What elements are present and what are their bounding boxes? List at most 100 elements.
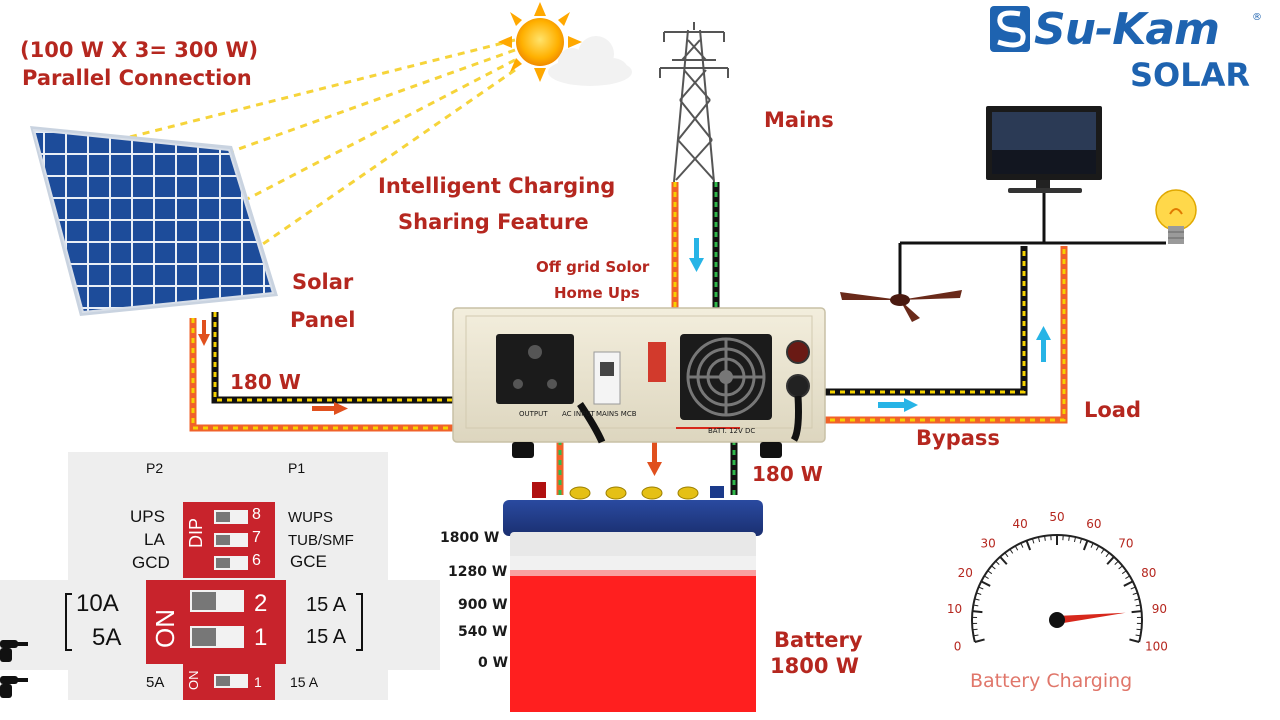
load-label: Load (1084, 398, 1142, 422)
gauge-title: Battery Charging (970, 670, 1133, 692)
arrow-right-icon (878, 398, 918, 412)
dip-row-right: TUB/SMF (288, 532, 354, 549)
gauge-tick-label: 70 (1118, 536, 1133, 550)
gauge-tick (973, 604, 979, 607)
dip-small-left: 5A (146, 674, 165, 691)
dip-small-num: 1 (254, 674, 262, 690)
inverter-ups-unit (452, 307, 826, 458)
arrow-down-icon (647, 440, 662, 476)
logo-registered: ® (1252, 12, 1262, 23)
on-label: ON (150, 609, 180, 648)
gauge-tick (987, 570, 993, 575)
gauge-tick (1130, 586, 1136, 590)
gauge-tick (1079, 538, 1083, 544)
arrow-right-icon (312, 402, 348, 415)
dip-label: DIP (186, 517, 206, 548)
transmission-tower-icon (659, 22, 729, 183)
dip-row-num: 6 (252, 552, 261, 569)
cooling-fan-grill (680, 334, 772, 420)
gauge-tick (1100, 548, 1105, 554)
gauge-tick (1125, 575, 1130, 579)
ceiling-fan-icon (840, 290, 962, 322)
gauge-tick (984, 575, 989, 579)
output-socket (496, 334, 574, 404)
gauge-tick-label: 30 (980, 536, 995, 550)
gauge-tick (978, 586, 984, 590)
panel-config-label: (100 W X 3= 300 W) (20, 38, 259, 62)
tv-monitor-icon (986, 106, 1102, 193)
gauge-tick (972, 628, 978, 631)
hand-pointer-icon (0, 640, 28, 662)
dip-big-right: 15 A (306, 594, 347, 616)
gauge-tick (1131, 610, 1142, 614)
light-bulb-icon (1155, 189, 1197, 244)
panel-label: Panel (290, 308, 356, 332)
on-small-label: ON (186, 670, 201, 691)
dip-small-right: 15 A (290, 674, 319, 690)
mains-label: Mains (764, 108, 834, 132)
gauge-tick (976, 592, 982, 595)
mains-mcb-switch (593, 351, 621, 405)
gauge-tick-label: 80 (1141, 566, 1156, 580)
solar-panel-icon (30, 126, 278, 316)
gauge-tick (1118, 565, 1123, 570)
p1-label: P1 (288, 460, 306, 476)
dip-big-num: 1 (254, 624, 268, 651)
gauge-tick (1123, 580, 1134, 587)
arrow-down-icon (198, 320, 210, 346)
dip-switch-panel (0, 452, 440, 700)
dip-big-right: 15 A (306, 626, 347, 648)
gauge-tick (1105, 552, 1110, 558)
gauge-tick-label: 100 (1145, 640, 1168, 654)
gauge-tick (973, 634, 979, 637)
gauge-tick (1009, 548, 1014, 554)
ac-input-label: AC INPUT (562, 410, 595, 418)
gauge-tick (980, 580, 991, 587)
arrow-down-icon (689, 238, 704, 272)
parallel-connection-label: Parallel Connection (22, 66, 252, 90)
gauge-tick (1114, 560, 1119, 565)
gauge-tick-label: 10 (947, 602, 962, 616)
gauge-tick (974, 598, 980, 601)
gauge-tick-label: 60 (1086, 517, 1101, 531)
gauge-tick (1134, 598, 1140, 601)
gauge-tick (1004, 552, 1009, 558)
gauge-tick (1014, 545, 1019, 551)
offgrid-label: Off grid Solor (536, 258, 650, 276)
gauge-tick (1121, 570, 1127, 575)
dip-big-left: 5A (92, 624, 122, 651)
gauge-tick (999, 556, 1008, 565)
battery-capacity-label: 1800 W (770, 654, 859, 678)
dip-row-left: LA (144, 530, 165, 549)
sukam-logo-icon (990, 6, 1030, 52)
bypass-label: Bypass (916, 426, 1000, 450)
dip-row-left: GCD (132, 553, 170, 572)
dip-row-right: GCE (290, 552, 327, 571)
battery-icon (503, 482, 763, 712)
wires (189, 182, 1068, 495)
dip-row-left: UPS (130, 507, 165, 526)
gauge-needle (1056, 612, 1126, 624)
gauge-tick (1073, 536, 1077, 543)
gauge-tick (1106, 556, 1115, 565)
gauge-tick (1095, 545, 1100, 551)
sharing-feature-label: Sharing Feature (398, 210, 589, 234)
gauge-tick (1031, 538, 1035, 544)
sun-icon (498, 2, 582, 82)
battery-scale-1800: 1800 W (440, 530, 500, 546)
battery-scale-0: 0 W (478, 655, 509, 671)
gauge-tick (974, 638, 985, 643)
solar-label: Solar (292, 270, 354, 294)
intelligent-charging-label: Intelligent Charging (378, 174, 616, 198)
load-wiring (898, 193, 1166, 295)
logo-brand: Su-Kam (1034, 4, 1220, 55)
cloud-icon (548, 36, 632, 86)
gauge-tick (1136, 628, 1142, 631)
logo-sub: SOLAR (1130, 56, 1251, 94)
gauge-tick (1090, 542, 1094, 548)
gauge-tick (1068, 535, 1070, 541)
mains-mcb-label: MAINS MCB (596, 410, 637, 418)
gauge-tick-label: 40 (1012, 517, 1027, 531)
gauge-tick (1135, 634, 1141, 637)
